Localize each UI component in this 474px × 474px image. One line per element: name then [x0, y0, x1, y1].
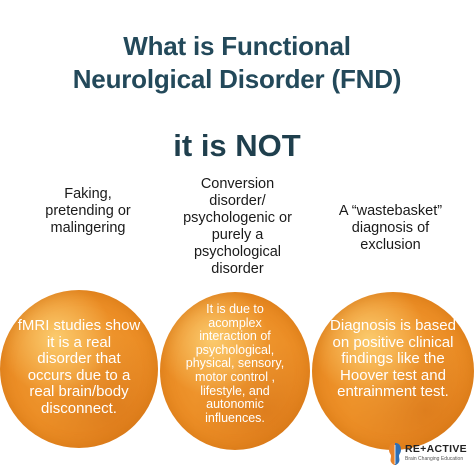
fact-line: physical, sensory, [185, 356, 285, 371]
page-title: What is Functional Neurolgical Disorder … [0, 30, 474, 96]
fact-line: psychological, [195, 342, 275, 357]
myth-line: malingering [50, 220, 126, 236]
fact-line: disorder that [37, 350, 121, 367]
fact-line: It is due to [206, 302, 264, 316]
myth-wastebasket: A “wastebasket” diagnosis of exclusion [318, 203, 463, 254]
myth-line: psychological [193, 244, 282, 260]
myth-line: exclusion [360, 237, 421, 253]
subtitle: it is NOT [173, 128, 301, 163]
logo-tagline: Brain Changing Education [405, 456, 464, 462]
fact-line: disconnect. [41, 399, 117, 417]
myth-line: A “wastebasket” [338, 203, 443, 219]
myth-line: diagnosis of [351, 220, 430, 236]
fact-line: on positive clinical [332, 333, 454, 351]
fact-line: acomplex [208, 315, 262, 330]
orange-circle-1 [0, 290, 158, 448]
title-line-2: Neurolgical Disorder (FND) [72, 64, 402, 94]
logo-name: RE+ACTIVE [405, 443, 467, 455]
fact-line: autonomic [206, 397, 264, 412]
fact-diagnosis: Diagnosis is based on positive clinical … [320, 317, 466, 401]
fact-line: interaction of [199, 329, 271, 344]
myth-line: disorder [211, 261, 264, 277]
orange-circle-3 [312, 292, 474, 450]
fact-line: real brain/body [29, 383, 129, 400]
fact-line: findings like the [341, 350, 445, 367]
fact-line: lifestyle, and [200, 383, 270, 398]
title-line-1: What is Functional [123, 31, 351, 61]
reactive-logo: RE+ACTIVE Brain Changing Education [388, 440, 474, 470]
fact-line: fMRI studies show [17, 317, 141, 334]
myth-conversion-disorder: Conversion disorder/ psychologenic or pu… [165, 176, 310, 278]
orange-circle-2 [160, 292, 310, 450]
myth-line: purely a [211, 227, 264, 243]
fact-line: influences. [205, 410, 265, 425]
myth-faking: Faking, pretending or malingering [18, 186, 158, 237]
fact-line: Diagnosis is based [330, 317, 456, 334]
fact-line: occurs due to a [27, 366, 131, 384]
brain-icon [389, 443, 401, 465]
myth-line: disorder/ [209, 193, 266, 209]
fact-complex-interaction: It is due to acomplex interaction of psy… [175, 302, 295, 425]
fact-line: Hoover test and [340, 366, 446, 384]
fact-line: motor control , [195, 369, 275, 384]
fact-line: it is a real [46, 333, 112, 351]
fact-fmri: fMRI studies show it is a real disorder … [2, 317, 156, 417]
myth-line: psychologenic or [183, 210, 292, 226]
myth-line: Conversion [200, 176, 275, 192]
fact-line: entrainment test. [337, 383, 449, 400]
myth-line: Faking, [64, 186, 112, 202]
myth-line: pretending or [45, 203, 131, 219]
